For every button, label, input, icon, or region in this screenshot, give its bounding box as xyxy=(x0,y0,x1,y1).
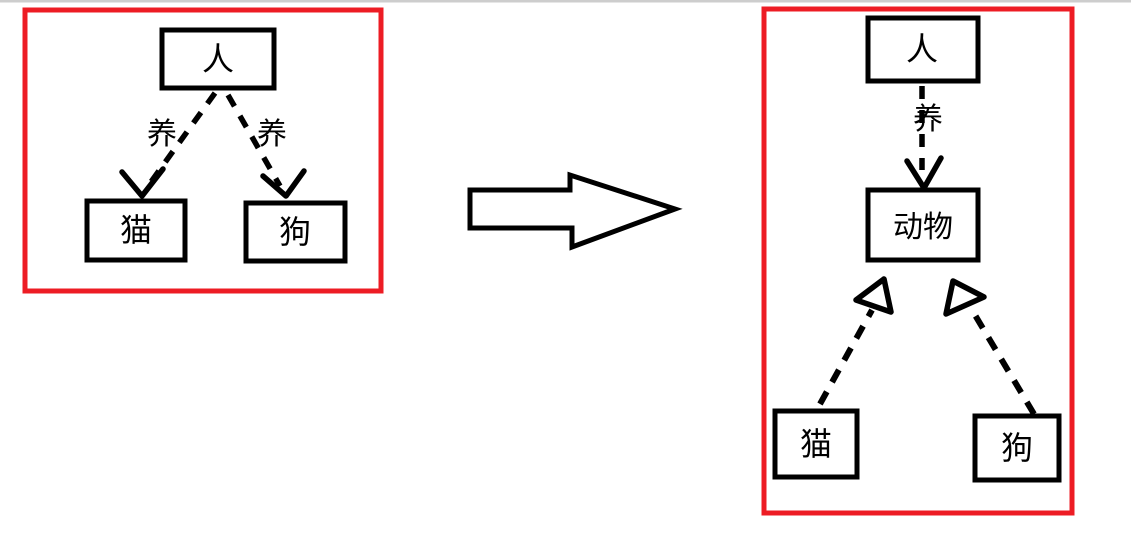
after-edge-dog-animal-hollow-triangle-icon xyxy=(943,278,987,317)
before-panel: 人 养 养 猫 狗 xyxy=(22,7,384,294)
after-edge-cat-animal-line xyxy=(817,308,875,406)
before-dog-label: 狗 xyxy=(279,214,311,250)
after-animal-box xyxy=(865,187,981,263)
before-person-box xyxy=(159,27,277,91)
after-cat-box xyxy=(772,408,860,480)
after-dog-box xyxy=(972,413,1062,483)
before-edge-person-dog-line xyxy=(225,93,283,188)
top-rule xyxy=(0,0,1131,3)
after-animal-label: 动物 xyxy=(893,211,953,244)
after-edge-cat-animal-hollow-triangle-icon xyxy=(853,276,894,315)
transform-right-arrow-icon xyxy=(467,171,683,251)
before-edge-person-cat-arrowhead-icon xyxy=(119,166,166,199)
before-edge-person-dog-label: 养 xyxy=(257,118,287,151)
after-person-label: 人 xyxy=(906,31,938,67)
before-person-label: 人 xyxy=(202,41,234,77)
before-edge-person-cat-label: 养 xyxy=(147,118,177,151)
before-cat-label: 猫 xyxy=(120,212,152,248)
after-person-box xyxy=(865,15,981,84)
before-edge-person-cat-line xyxy=(145,91,218,188)
after-panel-border xyxy=(761,6,1075,516)
after-panel: 人 养 动物 猫 狗 xyxy=(761,6,1075,516)
before-cat-box xyxy=(84,198,188,263)
before-panel-border xyxy=(22,7,384,294)
after-cat-label: 猫 xyxy=(800,426,832,462)
after-dog-label: 狗 xyxy=(1001,430,1033,466)
before-dog-box xyxy=(243,200,348,264)
before-edge-person-dog-arrowhead-icon xyxy=(260,168,307,199)
after-edge-dog-animal-line xyxy=(969,308,1037,416)
after-edge-person-animal-label: 养 xyxy=(913,103,943,136)
